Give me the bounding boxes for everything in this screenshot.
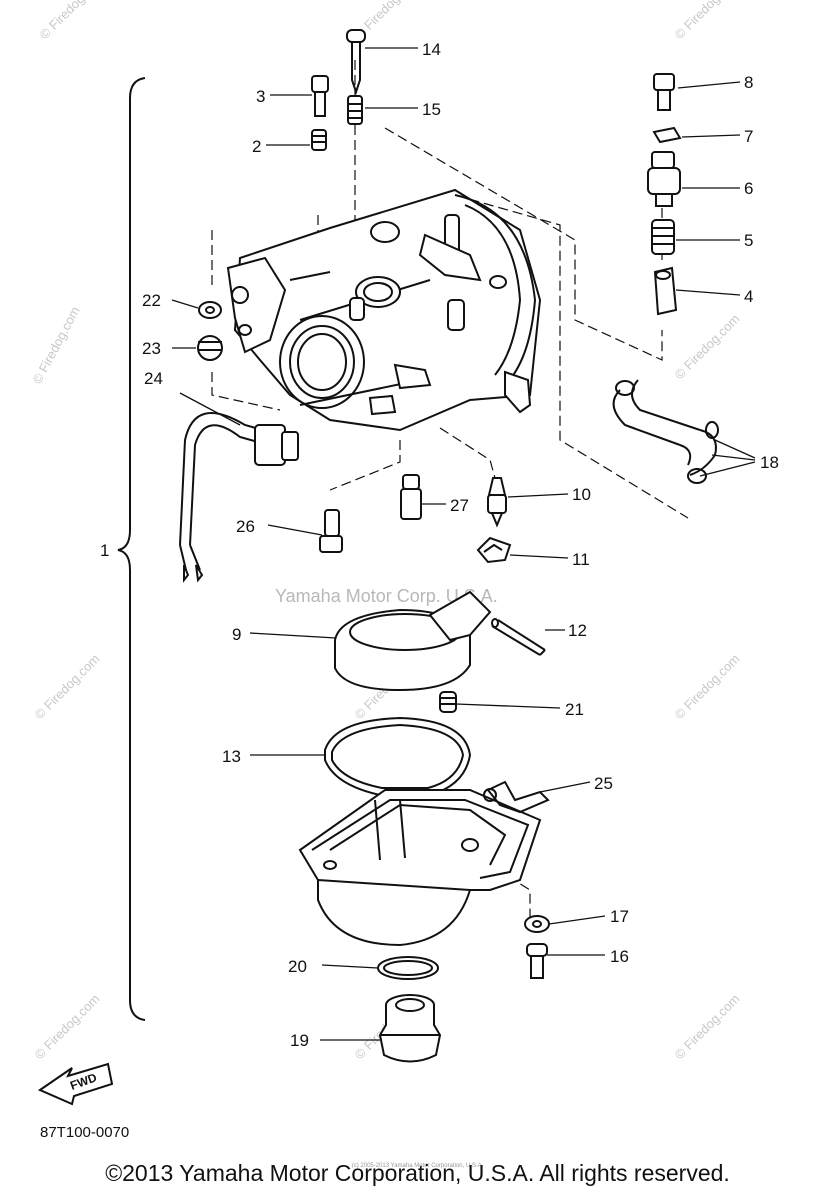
callout-12: 12 bbox=[568, 621, 587, 640]
part-23-spring bbox=[197, 335, 223, 361]
callout-25: 25 bbox=[594, 774, 613, 793]
part-14-pilot-screw bbox=[346, 29, 366, 96]
part-18-hose bbox=[612, 379, 719, 484]
part-5-spring bbox=[651, 219, 675, 255]
callout-10: 10 bbox=[572, 485, 591, 504]
callout-9: 9 bbox=[232, 625, 241, 644]
callout-16: 16 bbox=[610, 947, 629, 966]
part-11-clip bbox=[476, 536, 512, 564]
site-watermark: © Firedog.com bbox=[32, 651, 103, 722]
part-16-screw bbox=[526, 943, 548, 979]
callout-4: 4 bbox=[744, 287, 753, 306]
center-watermark: Yamaha Motor Corp. U.S.A. bbox=[275, 586, 498, 606]
part-15-spring bbox=[347, 95, 363, 125]
part-6-plunger bbox=[647, 151, 681, 207]
site-watermark: © Firedog.com bbox=[32, 991, 103, 1062]
part-27-pilot-jet bbox=[400, 474, 422, 520]
callout-20: 20 bbox=[288, 957, 307, 976]
part-19-drain-plug bbox=[378, 994, 442, 1063]
assembly-bracket bbox=[117, 77, 146, 1021]
part-24-sensor-wire bbox=[179, 412, 299, 583]
part-9-float bbox=[334, 590, 492, 692]
part-3-screw bbox=[311, 75, 329, 117]
part-20-o-ring bbox=[377, 956, 439, 980]
callout-7: 7 bbox=[744, 127, 753, 146]
callout-6: 6 bbox=[744, 179, 753, 198]
site-watermark: © Firedog.com bbox=[29, 304, 82, 386]
callout-19: 19 bbox=[290, 1031, 309, 1050]
part-8-bolt bbox=[653, 73, 675, 111]
part-7-nut bbox=[652, 126, 682, 144]
callout-26: 26 bbox=[236, 517, 255, 536]
part-26-main-jet bbox=[319, 509, 343, 553]
leader-lines bbox=[171, 47, 756, 1041]
part-2-spring bbox=[311, 129, 327, 151]
fwd-arrow: FWD bbox=[37, 1062, 114, 1106]
part-4-starter-plunger bbox=[653, 266, 678, 316]
callout-24: 24 bbox=[144, 369, 163, 388]
float-bowl bbox=[298, 789, 542, 947]
callout-13: 13 bbox=[222, 747, 241, 766]
callout-17: 17 bbox=[610, 907, 629, 926]
source-note: (c) 2005-2013 Yamaha Motor Corporation, … bbox=[351, 1163, 484, 1169]
callout-5: 5 bbox=[744, 231, 753, 250]
site-watermark: © Firedog.com bbox=[672, 0, 743, 42]
callout-18: 18 bbox=[760, 453, 779, 472]
part-21-screw bbox=[439, 691, 457, 713]
part-17-washer bbox=[524, 915, 550, 933]
site-watermark: © Firedog.com bbox=[672, 651, 743, 722]
part-13-gasket bbox=[324, 716, 472, 796]
part-12-float-pin bbox=[491, 618, 546, 656]
part-25-bracket bbox=[483, 780, 550, 814]
callout-23: 23 bbox=[142, 339, 161, 358]
callout-11: 11 bbox=[572, 550, 590, 569]
site-watermark: © Firedog.com bbox=[672, 991, 743, 1062]
carburetor-body bbox=[226, 188, 542, 432]
part-10-needle-valve bbox=[487, 477, 507, 528]
callout-21: 21 bbox=[565, 700, 584, 719]
callout-22: 22 bbox=[142, 291, 161, 310]
callout-labels: 1 2 3 4 5 6 7 8 9 10 11 12 13 14 15 16 1… bbox=[100, 40, 779, 1050]
alignment-lines bbox=[211, 60, 689, 925]
callout-14: 14 bbox=[422, 40, 441, 59]
callout-8: 8 bbox=[744, 73, 753, 92]
part-22-washer bbox=[198, 301, 222, 319]
site-watermark: © Firedog.com bbox=[37, 0, 108, 42]
callout-3: 3 bbox=[256, 87, 265, 106]
copyright-notice: ©2013 Yamaha Motor Corporation, U.S.A. A… bbox=[105, 1160, 730, 1186]
callout-1: 1 bbox=[100, 541, 109, 560]
callout-15: 15 bbox=[422, 100, 441, 119]
site-watermark: © Firedog.com bbox=[672, 311, 743, 382]
document-code: 87T100-0070 bbox=[40, 1124, 130, 1141]
callout-2: 2 bbox=[252, 137, 261, 156]
callout-27: 27 bbox=[450, 496, 469, 515]
